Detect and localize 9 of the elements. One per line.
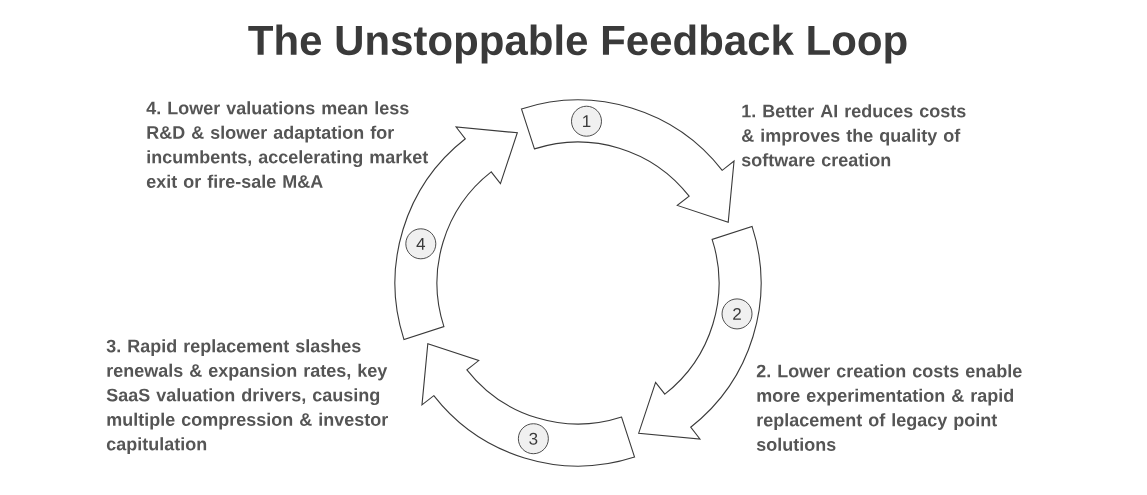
step-text: 1. Better AI reduces costs & improves the quality of software creation — [741, 104, 966, 167]
cycle-arrow — [520, 99, 735, 223]
cycle-arrow — [421, 343, 636, 467]
step-text: 2. Lower creation costs enable more experimentation & rapid replacement of legacy point solutions — [756, 364, 1022, 451]
cycle-arrow — [394, 126, 518, 341]
step-text: 4. Lower valuations mean less R&D & slower adaptation for incumbents, accelerating market exit or fire-sale M&A — [146, 101, 429, 188]
title: The Unstoppable Feedback Loop — [248, 24, 907, 64]
step-text: 3. Rapid replacement slashes renewals & expansion rates, key SaaS valuation drivers, causing multiple compression & investor capitulation — [106, 339, 388, 454]
cycle-arrow — [638, 225, 762, 440]
